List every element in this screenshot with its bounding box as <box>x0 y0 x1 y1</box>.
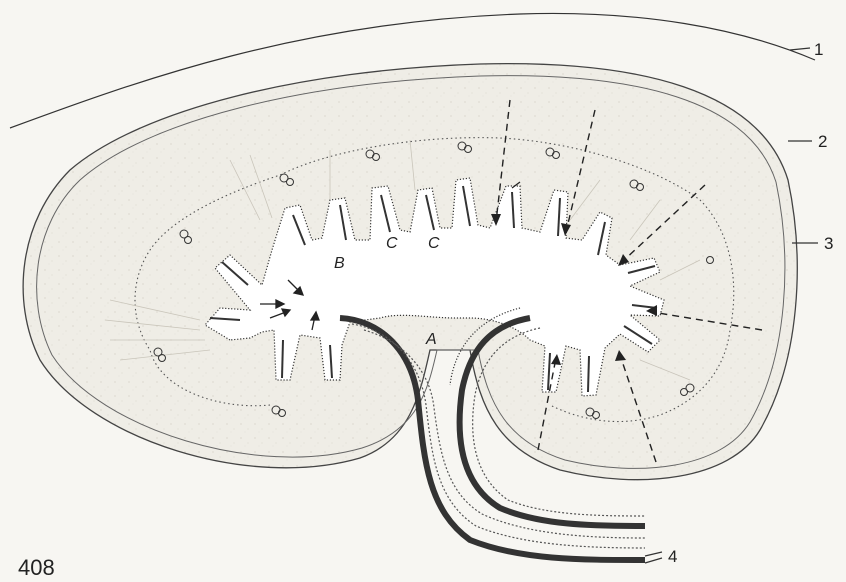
label-c-right: C <box>428 235 440 252</box>
callout-1-leader <box>790 48 810 50</box>
label-b: B <box>334 255 345 272</box>
label-a: A <box>425 331 437 348</box>
callout-4-leader-b <box>645 558 662 563</box>
callout-4-leader-a <box>645 552 662 556</box>
page-number: 408 <box>18 555 55 580</box>
callout-4: 4 <box>668 547 677 566</box>
callout-3: 3 <box>824 234 833 253</box>
callout-2: 2 <box>818 132 827 151</box>
callout-1: 1 <box>814 40 823 59</box>
label-c-left: C <box>386 235 398 252</box>
